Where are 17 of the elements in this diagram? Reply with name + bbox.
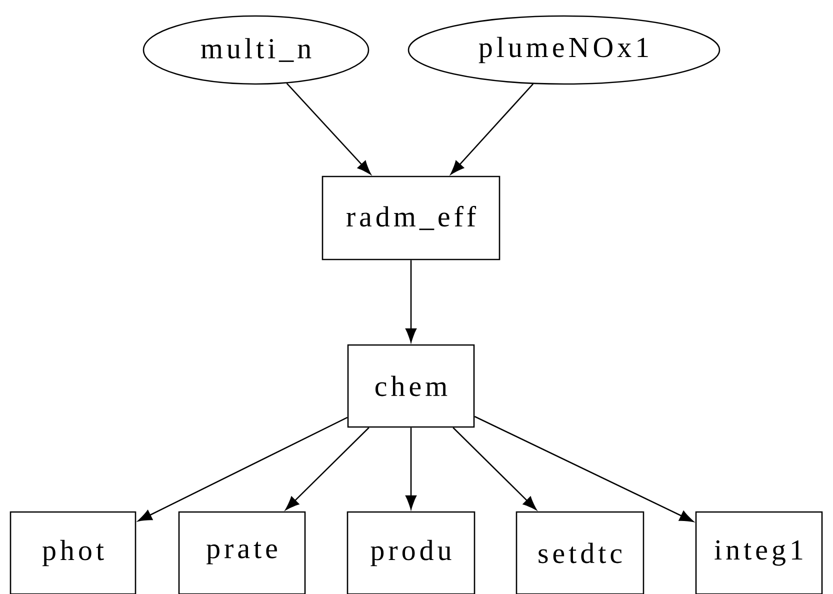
process-box: phot <box>10 511 136 594</box>
process-box: integ1 <box>695 511 823 594</box>
arrow <box>474 416 694 522</box>
process-box: prate <box>178 511 306 594</box>
process-box: radm_eff <box>322 176 500 260</box>
arrow <box>286 82 371 175</box>
ellipse-node: plumeNOx1 <box>408 15 720 85</box>
arrow <box>450 84 534 175</box>
process-box: setdtc <box>516 511 644 594</box>
process-box: produ <box>346 511 476 594</box>
arrow <box>406 428 417 510</box>
ellipse-node: multi_n <box>142 15 370 85</box>
arrow <box>406 260 417 342</box>
arrow <box>452 427 537 510</box>
arrow <box>285 427 370 510</box>
process-box: chem <box>347 344 475 428</box>
arrow <box>138 416 348 522</box>
